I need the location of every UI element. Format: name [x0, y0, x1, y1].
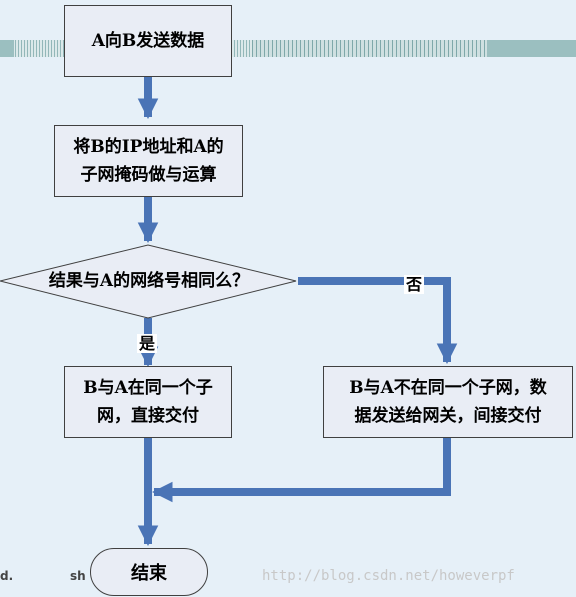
arrow-no-to-diff [298, 277, 458, 365]
same-text-line1: B与A在同一个子 [83, 378, 213, 398]
compute-text-line1: 将B的IP地址和A的 [73, 137, 224, 157]
start-text: A向B发送数据 [91, 31, 205, 51]
same-text-line2: 网，直接交付 [97, 406, 199, 426]
decision-diamond [0, 244, 297, 319]
compute-box: 将B的IP地址和A的 子网掩码做与运算 [54, 125, 243, 197]
same-subnet-box: B与A在同一个子 网，直接交付 [64, 366, 232, 438]
arrow-diff-to-merge [151, 437, 451, 503]
header-stripe-right [487, 40, 576, 57]
compute-text-line2: 子网掩码做与运算 [80, 165, 217, 185]
header-stripe-left [0, 40, 14, 57]
diff-text-line2: 据发送给网关，间接交付 [354, 406, 542, 426]
bg-fragment-left: d. [0, 569, 14, 583]
bg-fragment-mid: sh [70, 569, 86, 583]
header-stripe-dark [252, 40, 488, 57]
diff-text-line1: B与A不在同一个子网，数 [349, 378, 547, 398]
yes-label: 是 [137, 334, 158, 353]
no-label: 否 [404, 275, 425, 294]
end-text: 结束 [131, 563, 167, 584]
start-box: A向B发送数据 [64, 5, 232, 77]
end-terminal: 结束 [90, 548, 208, 596]
decision-text: 结果与A的网络号相同么？ [48, 271, 250, 291]
watermark-text: http://blog.csdn.net/howeverpf [262, 568, 515, 584]
diff-subnet-box: B与A不在同一个子网，数 据发送给网关，间接交付 [323, 366, 573, 438]
